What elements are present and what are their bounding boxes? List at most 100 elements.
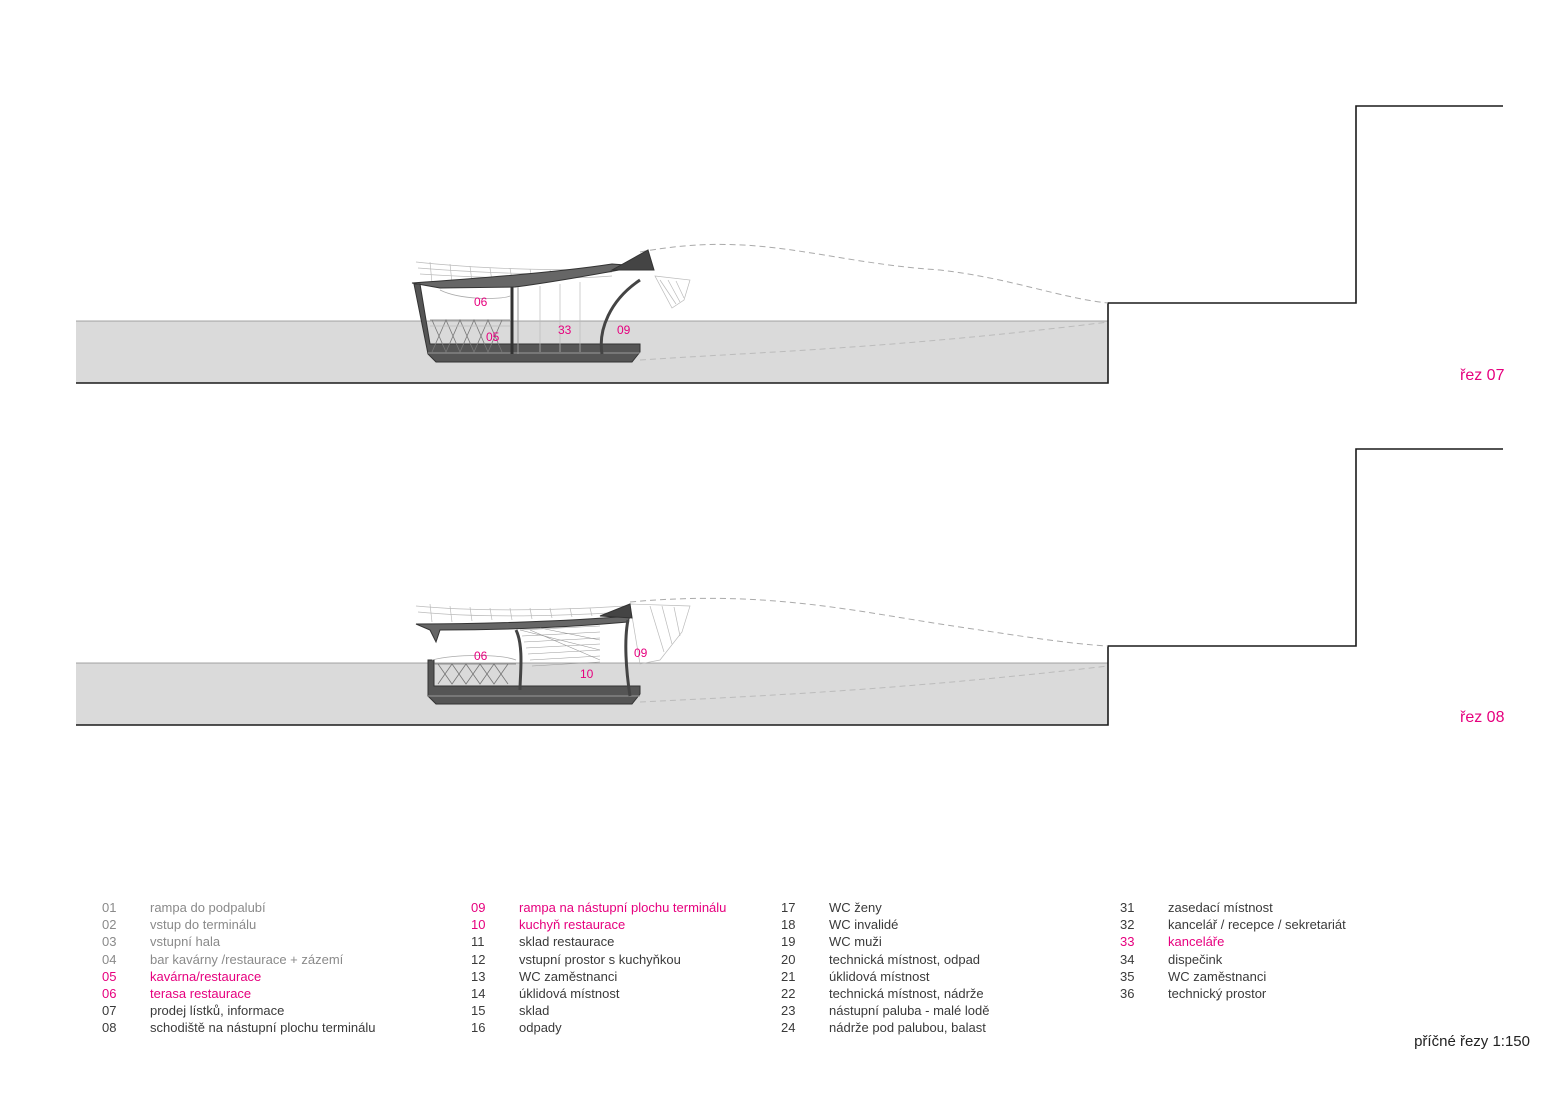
legend-item-label: technický prostor bbox=[1168, 986, 1267, 1002]
hull bbox=[427, 659, 641, 705]
quay-profile bbox=[76, 105, 1503, 384]
room-tag: 09 bbox=[634, 646, 648, 660]
legend-item-label: kavárna/restaurace bbox=[150, 968, 262, 984]
section-07: 06 05 33 09 bbox=[76, 105, 1503, 384]
scale-label: příčné řezy 1:150 bbox=[1414, 1033, 1530, 1050]
legend-item-number: 08 bbox=[102, 1020, 117, 1036]
truss bbox=[434, 663, 516, 685]
roof-perspective bbox=[415, 603, 691, 665]
legend-item: 32 kancelář / recepce / sekretariát bbox=[1120, 916, 1346, 933]
legend-item-label: kanceláře bbox=[1168, 934, 1225, 950]
legend-item-number: 33 bbox=[1120, 934, 1135, 950]
legend-item-label: odpady bbox=[519, 1020, 562, 1036]
legend-item-number: 05 bbox=[102, 968, 117, 984]
stair-fan bbox=[519, 625, 601, 667]
legend-item-number: 31 bbox=[1120, 900, 1135, 915]
legend-item-label: vstup do terminálu bbox=[150, 917, 257, 933]
cross-sections-drawing: 06 05 33 09 bbox=[76, 105, 1503, 726]
section-title-08: řez 08 bbox=[1460, 709, 1505, 726]
roof-prow bbox=[610, 249, 655, 271]
legend-item: 24 nádrže pod palubou, balast bbox=[781, 1019, 989, 1036]
legend-item: 02 vstup do terminálu bbox=[102, 916, 375, 933]
ramp-underside-dashed bbox=[639, 665, 1109, 703]
legend-item-label: nádrže pod palubou, balast bbox=[829, 1020, 986, 1036]
legend-item-number: 12 bbox=[471, 951, 486, 967]
legend-item-label: vstupní hala bbox=[150, 934, 221, 950]
legend-item-number: 07 bbox=[102, 1003, 117, 1019]
legend-item: 11 sklad restaurace bbox=[471, 933, 726, 950]
legend-item: 13 WC zaměstnanci bbox=[471, 968, 726, 985]
legend-item: 07 prodej lístků, informace bbox=[102, 1002, 375, 1019]
legend-item: 17 WC ženy bbox=[781, 899, 989, 916]
legend-item-number: 24 bbox=[781, 1020, 796, 1036]
legend-item-label: kancelář / recepce / sekretariát bbox=[1168, 917, 1346, 933]
legend-item-label: kuchyň restaurace bbox=[519, 917, 626, 933]
legend-item-number: 19 bbox=[781, 934, 796, 950]
room-tag: 06 bbox=[474, 649, 488, 663]
legend-item-number: 22 bbox=[781, 986, 796, 1002]
legend-item-number: 11 bbox=[471, 934, 485, 950]
room-tag: 10 bbox=[580, 667, 594, 681]
legend-item-number: 02 bbox=[102, 917, 117, 933]
room-tag: 09 bbox=[617, 323, 631, 337]
legend-item-number: 32 bbox=[1120, 917, 1135, 933]
legend-item-label: prodej lístků, informace bbox=[150, 1003, 285, 1019]
curved-wall-inner bbox=[439, 289, 511, 299]
legend-item-number: 18 bbox=[781, 917, 796, 933]
legend-item-number: 09 bbox=[471, 900, 486, 915]
legend-item-label: úklidová místnost bbox=[829, 968, 930, 984]
legend-item-label: bar kavárny /restaurace + zázemí bbox=[150, 951, 344, 967]
legend-item-number: 21 bbox=[781, 968, 796, 984]
legend-item-number: 36 bbox=[1120, 986, 1135, 1002]
legend-item-number: 13 bbox=[471, 968, 486, 984]
legend-item: 36 technický prostor bbox=[1120, 985, 1346, 1002]
legend-item: 05 kavárna/restaurace bbox=[102, 968, 375, 985]
legend-item: 34 dispečink bbox=[1120, 951, 1346, 968]
truss bbox=[430, 319, 510, 353]
legend-item-label: nástupní paluba - malé lodě bbox=[829, 1003, 990, 1019]
legend-item-number: 10 bbox=[471, 917, 486, 933]
legend-item-number: 06 bbox=[102, 986, 117, 1002]
legend-item-label: WC muži bbox=[829, 934, 882, 950]
curved-wall bbox=[624, 619, 632, 697]
ramp-underside-dashed bbox=[639, 321, 1109, 361]
legend-item-label: vstupní prostor s kuchyňkou bbox=[519, 951, 681, 967]
legend-item-label: technická místnost, odpad bbox=[829, 951, 981, 967]
legend-item: 33 kanceláře bbox=[1120, 933, 1346, 950]
section-08: 06 09 10 bbox=[76, 448, 1503, 726]
legend-item-label: WC ženy bbox=[829, 900, 882, 915]
legend-item-number: 03 bbox=[102, 934, 117, 950]
legend-item: 03 vstupní hala bbox=[102, 933, 375, 950]
legend-item-label: WC zaměstnanci bbox=[519, 968, 618, 984]
legend-item-label: rampa na nástupní plochu terminálu bbox=[519, 900, 727, 915]
curved-wall-inner bbox=[431, 655, 517, 661]
legend-item: 12 vstupní prostor s kuchyňkou bbox=[471, 951, 726, 968]
roof-prow bbox=[599, 603, 633, 619]
legend-item-label: sklad restaurace bbox=[519, 934, 615, 950]
legend-item-number: 17 bbox=[781, 900, 796, 915]
legend-item: 16 odpady bbox=[471, 1019, 726, 1036]
legend-item-number: 16 bbox=[471, 1020, 486, 1036]
interior-lines bbox=[539, 282, 581, 352]
legend-item-number: 14 bbox=[471, 986, 486, 1002]
curved-wall bbox=[514, 629, 523, 691]
room-tag: 33 bbox=[558, 323, 572, 337]
room-tag: 06 bbox=[474, 295, 488, 309]
legend-item-label: sklad bbox=[519, 1003, 550, 1019]
legend-item-number: 34 bbox=[1120, 951, 1135, 967]
legend-column: 09 rampa na nástupní plochu terminálu 10 ku… bbox=[471, 899, 726, 1037]
roof-slab bbox=[411, 263, 641, 289]
legend-item-label: rampa do podpalubí bbox=[150, 900, 266, 915]
legend-item-label: WC zaměstnanci bbox=[1168, 968, 1267, 984]
legend-item-label: dispečink bbox=[1168, 951, 1223, 967]
